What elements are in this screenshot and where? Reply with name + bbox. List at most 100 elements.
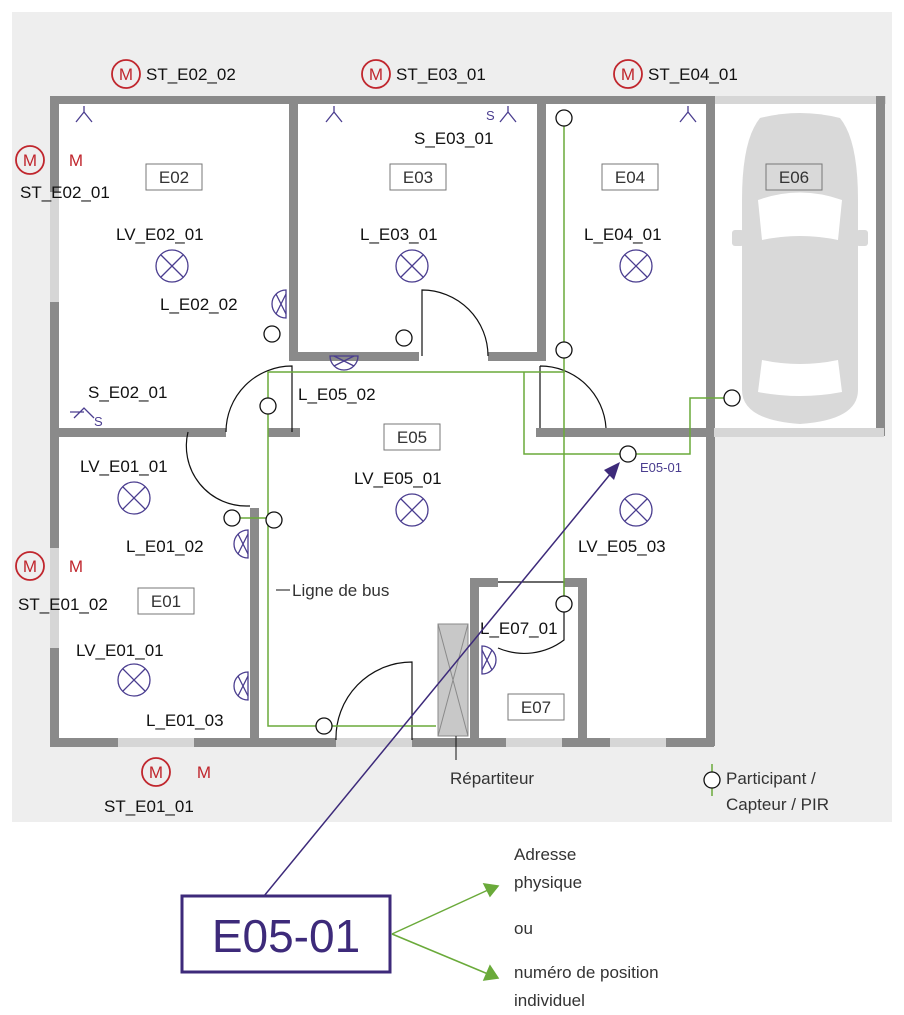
doors: [185, 289, 607, 741]
motor-m-letter: M: [197, 763, 211, 782]
light-label: L_E01_03: [146, 711, 224, 730]
legend-line1: Participant /: [726, 769, 816, 788]
motor-icon: [613, 59, 643, 89]
motor-icon: [111, 59, 141, 89]
participant-node: [223, 509, 241, 527]
option2-line1: numéro de position: [514, 963, 659, 982]
participant-node: [259, 397, 277, 415]
motor-m-letter: M: [23, 151, 37, 170]
motor-m-letter: M: [369, 65, 383, 84]
callout-box: [180, 894, 392, 974]
sensor-s-letter: S: [486, 108, 495, 123]
room-label-e06: E06: [779, 168, 809, 187]
motor-m-letter: M: [69, 557, 83, 576]
wall-lamp-icon: [329, 355, 359, 371]
motor-label: ST_E03_01: [396, 65, 486, 84]
option2-line2: individuel: [514, 991, 585, 1010]
distributor-label: Répartiteur: [450, 769, 534, 788]
light-label: LV_E02_01: [116, 225, 204, 244]
sensor-symbols: [70, 106, 697, 419]
wall-lamp-icon: [481, 645, 497, 675]
participant-e05-01-label: E05-01: [640, 460, 682, 475]
sensor-label: S_E02_01: [88, 383, 167, 402]
motor-label: ST_E02_01: [20, 183, 110, 202]
lamp-icon: [117, 481, 151, 515]
lamp-icon: [117, 663, 151, 697]
motor-icon: [361, 59, 391, 89]
room-label-e02: E02: [159, 168, 189, 187]
motor-icon: [141, 757, 171, 787]
room-label-e01: E01: [151, 592, 181, 611]
motor-m-letters: M M M M M M M M M: [23, 65, 635, 782]
callout-arrows: [391, 883, 500, 981]
light-labels: LV_E02_01 L_E03_01 L_E04_01 L_E02_02 L_E…: [76, 225, 666, 730]
motor-label: ST_E01_02: [18, 595, 108, 614]
car-icon: [732, 113, 868, 424]
room-labels: [137, 163, 823, 721]
light-label: L_E07_01: [480, 619, 558, 638]
light-label: LV_E05_01: [354, 469, 442, 488]
wall-lamps: [233, 289, 497, 701]
window-sensor-icon: [325, 106, 343, 123]
legend: Participant / Capteur / PIR: [703, 764, 829, 814]
participants: [223, 109, 741, 735]
participant-node: [555, 109, 573, 127]
motor-label: ST_E04_01: [648, 65, 738, 84]
wall-lamp-icon: [233, 529, 249, 559]
participant-node: [723, 389, 741, 407]
motor-labels: ST_E02_02 ST_E03_01 ST_E04_01 ST_E02_01 …: [18, 65, 738, 816]
window-sensor-icon: [679, 106, 697, 123]
light-label: L_E01_02: [126, 537, 204, 556]
light-label: L_E05_02: [298, 385, 376, 404]
wall-lamp-icon: [271, 289, 287, 319]
bus-line-label: Ligne de bus: [292, 581, 389, 600]
option1-line2: physique: [514, 873, 582, 892]
light-label: LV_E05_03: [578, 537, 666, 556]
motor-m-letter: M: [621, 65, 635, 84]
legend-line2: Capteur / PIR: [726, 795, 829, 814]
lamp-icon: [155, 249, 189, 283]
light-label: LV_E01_01: [80, 457, 168, 476]
window-sensor-icon: [75, 106, 93, 123]
room-label-e03: E03: [403, 168, 433, 187]
motor-icons: [15, 59, 643, 787]
motor-label: ST_E02_02: [146, 65, 236, 84]
lamp-icon: [395, 493, 429, 527]
participant-node: [315, 717, 333, 735]
or-label: ou: [514, 919, 533, 938]
participant-node: [555, 595, 573, 613]
motor-m-letter: M: [119, 65, 133, 84]
participant-node: [555, 341, 573, 359]
light-label: LV_E01_01: [76, 641, 164, 660]
motor-m-letter: M: [69, 151, 83, 170]
lamp-icon: [619, 249, 653, 283]
motor-m-letter: M: [23, 557, 37, 576]
room-label-e07: E07: [521, 698, 551, 717]
participant-node: [395, 329, 413, 347]
participant-node: [263, 325, 281, 343]
participant-legend-icon: [703, 771, 721, 789]
lamp-icon: [619, 493, 653, 527]
sensor-s-letter: S: [94, 414, 103, 429]
wall-lamp-icon: [233, 671, 249, 701]
ceiling-lamps: [117, 249, 653, 697]
motor-label: ST_E01_01: [104, 797, 194, 816]
motor-icon: [15, 551, 45, 581]
motor-m-letter: M: [149, 763, 163, 782]
callout-pointer: [263, 462, 620, 897]
sensor-label: S_E03_01: [414, 129, 493, 148]
bus-line: [232, 116, 732, 727]
light-label: L_E02_02: [160, 295, 238, 314]
light-label: L_E04_01: [584, 225, 662, 244]
participant-node-e05-01: [619, 445, 637, 463]
window-sensor-icon: [499, 106, 517, 123]
lamp-icon: [395, 249, 429, 283]
window-sensor-icon: [70, 407, 95, 419]
room-label-e05: E05: [397, 428, 427, 447]
participant-node: [265, 511, 283, 529]
option1-line1: Adresse: [514, 845, 576, 864]
walls: [50, 96, 886, 747]
room-label-e04: E04: [615, 168, 645, 187]
motor-icon: [15, 145, 45, 175]
